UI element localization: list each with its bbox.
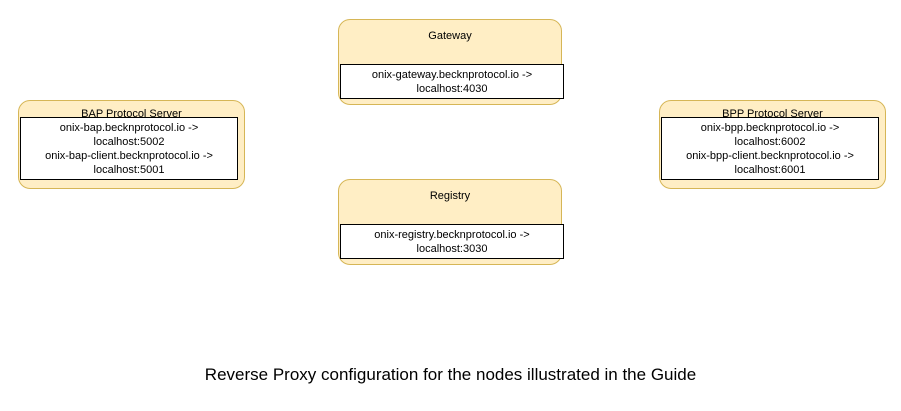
node-bap-mapping-1-source: onix-bap.becknprotocol.io -> bbox=[59, 121, 199, 134]
node-bpp-mapping-1-target: localhost:6002 bbox=[734, 135, 806, 148]
node-registry-mapping-target: localhost:3030 bbox=[416, 242, 488, 255]
node-gateway-compartment: onix-gateway.becknprotocol.io -> localho… bbox=[340, 64, 564, 99]
node-bpp-mapping-2-target: localhost:6001 bbox=[734, 163, 806, 176]
node-registry-compartment: onix-registry.becknprotocol.io -> localh… bbox=[340, 224, 564, 259]
node-gateway-mapping-target: localhost:4030 bbox=[416, 82, 488, 95]
node-bap-mapping-2-target: localhost:5001 bbox=[93, 163, 165, 176]
node-gateway-title: Gateway bbox=[428, 30, 472, 42]
node-registry-title: Registry bbox=[429, 190, 471, 202]
node-bpp-mapping-1-source: onix-bpp.becknprotocol.io -> bbox=[700, 121, 840, 134]
node-bap-protocol-server-compartment: onix-bap.becknprotocol.io -> localhost:5… bbox=[20, 117, 238, 180]
diagram-caption: Reverse Proxy configuration for the node… bbox=[204, 365, 697, 384]
node-bpp-mapping-2-source: onix-bpp-client.becknprotocol.io -> bbox=[686, 149, 854, 162]
node-bap-mapping-1-target: localhost:5002 bbox=[93, 135, 165, 148]
node-bpp-protocol-server-compartment: onix-bpp.becknprotocol.io -> localhost:6… bbox=[661, 117, 879, 180]
node-gateway-mapping-source: onix-gateway.becknprotocol.io -> bbox=[371, 68, 533, 81]
node-bap-mapping-2-source: onix-bap-client.becknprotocol.io -> bbox=[45, 149, 213, 162]
node-registry-mapping-source: onix-registry.becknprotocol.io -> bbox=[374, 228, 530, 241]
